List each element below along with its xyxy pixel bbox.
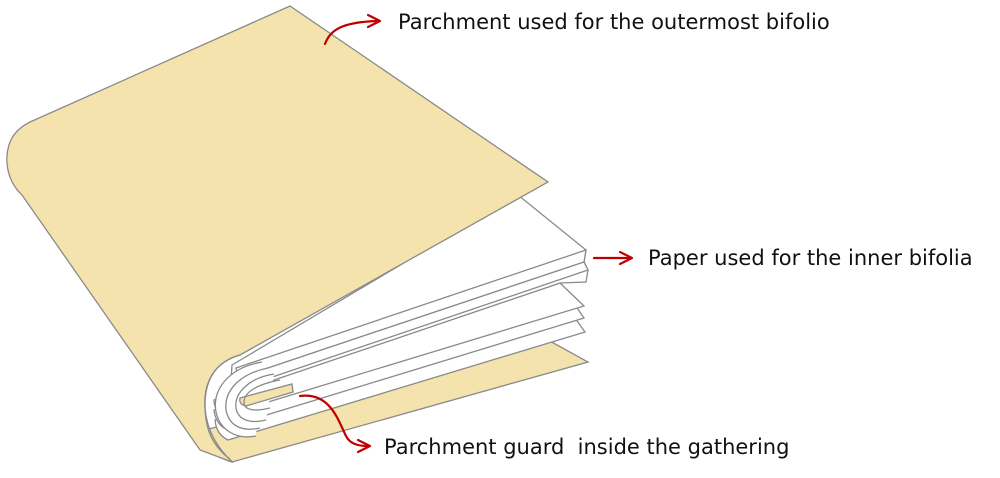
label-parchment-guard: Parchment guard inside the gathering <box>384 435 790 459</box>
label-outer-bifolio: Parchment used for the outermost bifolio <box>398 10 830 34</box>
paper-leaf-lower-2 <box>213 304 586 429</box>
arrow-inner <box>592 250 634 266</box>
arrow-outer <box>323 13 382 46</box>
label-inner-bifolia: Paper used for the inner bifolia <box>648 246 973 270</box>
guard-fold <box>243 379 281 411</box>
arrow-guard <box>298 394 372 454</box>
parchment-spine-curl <box>204 354 241 463</box>
paper-leaf-lower-3 <box>214 317 587 441</box>
parchment-guard <box>239 383 294 407</box>
